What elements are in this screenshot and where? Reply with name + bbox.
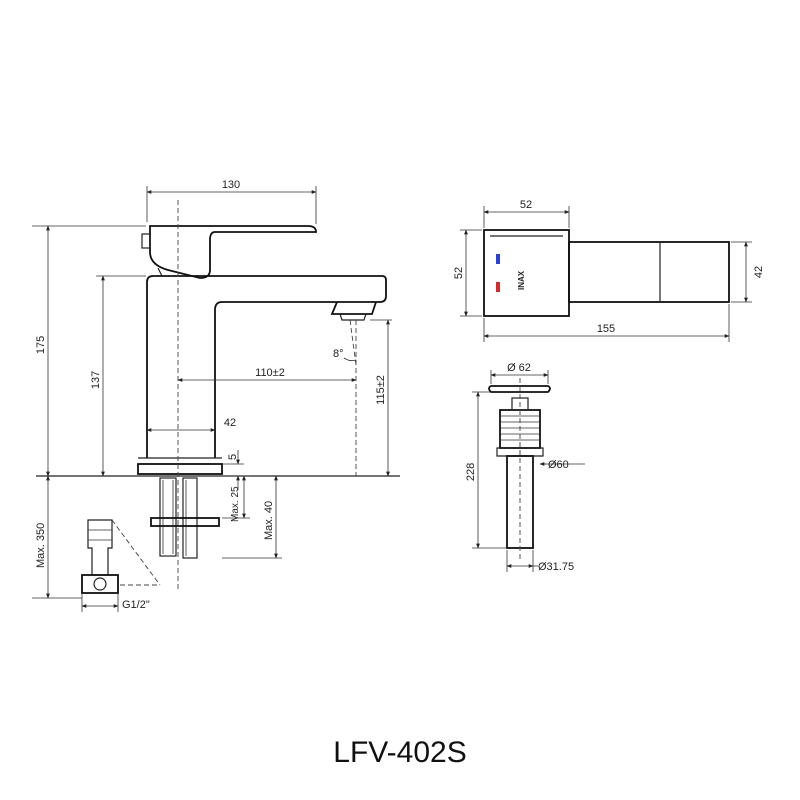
- dim-side-width: 130: [222, 179, 240, 191]
- dim-base-width: 42: [224, 417, 236, 429]
- dim-drain-body-dia: Ø60: [548, 459, 569, 471]
- drain-cap: [488, 385, 551, 393]
- dim-top-end: 42: [753, 266, 765, 278]
- fixing-nut: [150, 517, 220, 527]
- dim-angle: 8°: [333, 348, 344, 360]
- top-spout: [568, 241, 730, 303]
- dim-drain-length: 228: [465, 463, 477, 481]
- mounting-shank: [159, 477, 177, 557]
- cold-indicator: [496, 254, 500, 264]
- top-view: INAX 52 52 155 42: [453, 199, 765, 342]
- faucet-body: [146, 275, 387, 458]
- dim-top-length: 155: [597, 323, 615, 335]
- side-view: 130 175 137 110±2 115±2 8° 42 5 Max. 25: [32, 179, 400, 612]
- dim-spout-height: 137: [90, 371, 102, 389]
- spout-aerator: [339, 313, 367, 321]
- brand-logo: INAX: [517, 270, 526, 290]
- drain-view: Ø 62 228 Ø60 Ø31.75: [465, 362, 585, 573]
- hot-indicator: [496, 282, 500, 292]
- dim-top-width: 52: [520, 199, 532, 211]
- dim-spout-clearance: 115±2: [375, 375, 387, 405]
- model-title: LFV-402S: [333, 736, 466, 769]
- dim-drain-pipe-dia: Ø31.75: [538, 561, 574, 573]
- dim-max-25: Max. 25: [230, 486, 241, 522]
- dim-base-thickness: 5: [227, 454, 239, 460]
- handle-button: [141, 233, 151, 249]
- dim-drain-dia: Ø 62: [507, 362, 531, 374]
- spout-outlet: [330, 301, 377, 315]
- dim-top-depth: 52: [453, 267, 465, 279]
- valve-body: [81, 574, 119, 594]
- top-handle: [483, 229, 570, 317]
- dim-max-40: Max. 40: [263, 501, 275, 540]
- dim-max-350: Max. 350: [35, 523, 47, 568]
- base-plate: [137, 463, 223, 475]
- dim-total-height: 175: [35, 336, 47, 354]
- angle-valve: [87, 519, 113, 576]
- dim-thread: G1/2": [122, 599, 150, 611]
- dim-reach: 110±2: [255, 367, 285, 379]
- handle-neck: [157, 267, 163, 277]
- handle-lever: [149, 225, 317, 279]
